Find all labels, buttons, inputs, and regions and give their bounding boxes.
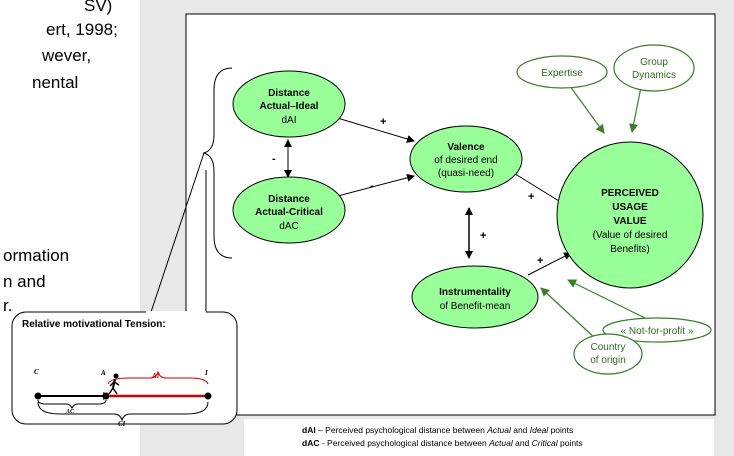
ci-bracket [37,401,209,422]
svg-text:PERCEIVED: PERCEIVED [601,188,659,199]
node-distance-actual-ideal: Distance Actual–Ideal dAI [232,70,346,138]
svg-text:Distance: Distance [268,88,310,99]
svg-text:Actual–Ideal: Actual–Ideal [260,101,319,112]
svg-text:Actual-Critical: Actual-Critical [255,207,323,218]
background-text-1: SV) [84,0,113,15]
svg-text:dAC: dAC [279,221,298,232]
legend-dai: dAI – Perceived psychological distance b… [302,425,573,435]
sign-dai-valence: + [380,116,386,128]
walker-figure-icon [108,373,120,395]
sign-valence-puv: + [528,191,534,203]
label-ci: CI [118,420,126,428]
ac-bracket [37,399,107,410]
arrow-dac-to-valence [333,173,415,198]
background-text-7: r. [3,296,13,315]
sign-dac-valence: - [370,180,374,192]
label-ac: AC [65,409,75,415]
legend-dac: dAC - Perceived psychological distance b… [302,438,583,448]
background-text-3: wever, [42,46,92,65]
point-a [102,392,110,400]
background-text-2: ert, 1998; [46,20,118,39]
node-not-for-profit: « Not-for-profit » [602,317,712,343]
arrow-notforprofit-to-puv [567,279,656,324]
background-text-5: ormation [3,246,70,265]
svg-text:of desired end: of desired end [434,155,497,166]
svg-text:(Value of desired: (Value of desired [593,230,668,241]
svg-text:Group: Group [640,57,668,68]
point-i [204,392,212,400]
arrow-expertise-to-puv [566,81,605,134]
svg-text:Instrumentality: Instrumentality [439,287,511,298]
svg-text:Dynamics: Dynamics [632,70,676,81]
label-c: C [34,368,39,376]
svg-text:dAI: dAI [281,115,296,126]
label-a: A [100,369,106,377]
svg-text:« Not-for-profit »: « Not-for-profit » [621,326,694,337]
node-valence: Valence of desired end (quasi-need) [409,125,523,193]
arrow-groupdyn-to-puv [629,86,642,133]
point-c [34,392,42,400]
sign-instr-puv: + [537,255,543,267]
svg-text:of Benefit-mean: of Benefit-mean [440,301,511,312]
ai-bracket [107,370,209,385]
background-text-4: nental [32,73,79,92]
sign-dai-dac: - [272,153,276,165]
callout-title: Relative motivational Tension: [22,319,166,330]
legend: dAI – Perceived psychological distance b… [244,419,714,456]
node-distance-actual-critical: Distance Actual-Critical dAC [232,176,346,244]
node-group-dynamics: Group Dynamics [613,44,695,92]
label-ai: AI [151,372,160,380]
arrow-dai-to-valence [333,116,415,143]
arrow-country-to-instr [540,287,598,341]
svg-text:VALUE: VALUE [613,216,646,227]
label-i: I [204,369,208,377]
background-text-6: n and [3,272,46,291]
svg-text:Valence: Valence [447,142,485,153]
svg-text:USAGE: USAGE [612,202,648,213]
node-expertise: Expertise [516,55,608,89]
node-country-of-origin: Country of origin [573,333,643,375]
relative-tension-callout: Relative motivational Tension: C A AI I … [11,311,238,428]
svg-text:Distance: Distance [268,194,310,205]
svg-text:Country: Country [590,342,625,353]
node-instrumentality: Instrumentality of Benefit-mean [411,265,539,329]
arrow-instr-to-puv [527,252,572,276]
svg-text:(quasi-need): (quasi-need) [438,168,494,179]
svg-text:of origin: of origin [590,355,626,366]
callout-pointer-left [147,152,205,322]
sign-valence-instr: + [480,230,486,242]
svg-text:Benefits): Benefits) [610,244,649,255]
node-perceived-usage-value: PERCEIVED USAGE VALUE (Value of desired … [556,141,704,289]
svg-text:Expertise: Expertise [541,68,583,79]
